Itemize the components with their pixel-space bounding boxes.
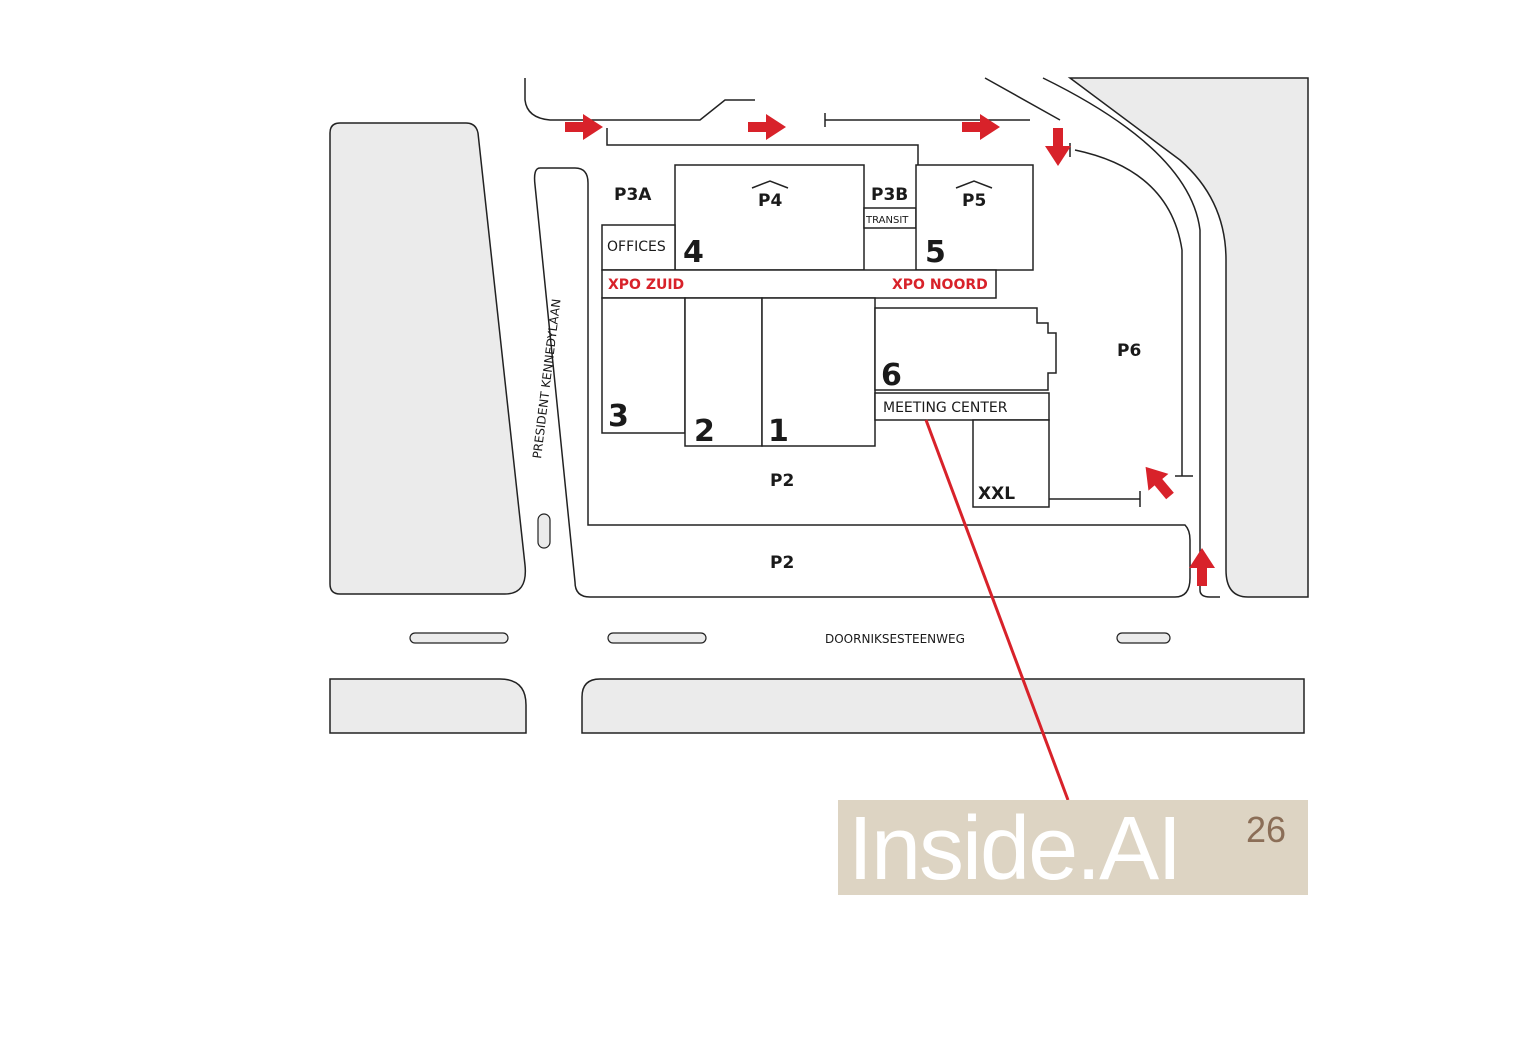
inside-ai-banner: Inside.AI 26 [838, 800, 1308, 895]
street-doorniksesteenweg: DOORNIKSESTEENWEG [825, 632, 965, 646]
banner-title: Inside.AI [848, 800, 1182, 895]
parking-p5: P5 [962, 191, 986, 211]
hall-4-block [674, 164, 865, 271]
bottom-left-block [329, 678, 527, 734]
hall-5-block [915, 164, 1034, 271]
hall-2-block [684, 297, 763, 447]
median-strip [607, 632, 707, 644]
hall-4-label: 4 [683, 235, 704, 270]
left-block [329, 122, 527, 595]
caret-icon [955, 180, 993, 189]
parking-p6: P6 [1117, 341, 1141, 361]
direction-arrow-icon [962, 114, 1000, 140]
parking-p4: P4 [758, 191, 782, 211]
parking-p2-upper: P2 [770, 471, 794, 491]
transit-label: TRANSIT [865, 215, 909, 226]
offices-label: OFFICES [607, 239, 666, 255]
banner-number: 26 [1246, 809, 1287, 850]
street-kennedylaan: PRESIDENT KENNEDYLAAN [530, 298, 563, 459]
xxl-label: XXL [978, 484, 1015, 504]
parking-p3a: P3A [614, 185, 652, 205]
hall-1-label: 1 [768, 414, 789, 449]
xpo-zuid-label: XPO ZUID [608, 277, 684, 293]
direction-arrow-icon [748, 114, 786, 140]
hall-5-label: 5 [925, 235, 946, 270]
median-strip [409, 632, 509, 644]
median-strip [537, 513, 551, 549]
hall-1-block [761, 297, 876, 447]
pointer-line [924, 419, 1070, 801]
median-strip [1116, 632, 1171, 644]
hall-2-label: 2 [694, 414, 715, 449]
direction-arrow-icon [1189, 548, 1215, 586]
bottom-right-block [581, 678, 1305, 734]
parking-p2-lower: P2 [770, 553, 794, 573]
direction-arrow-icon [1135, 458, 1180, 505]
xxl-block [972, 419, 1050, 508]
caret-icon [751, 180, 789, 189]
right-top-block [1067, 77, 1309, 598]
hall-6-label: 6 [881, 358, 902, 393]
meeting-center-block [874, 392, 1050, 421]
parking-p3b: P3B [871, 185, 908, 205]
meeting-center-label: MEETING CENTER [883, 400, 1008, 416]
direction-arrow-icon [1045, 128, 1071, 166]
offices-block [601, 224, 676, 271]
direction-arrow-icon [565, 114, 603, 140]
xpo-noord-label: XPO NOORD [892, 277, 988, 293]
hall-3-label: 3 [608, 399, 629, 434]
hall-6-block [874, 307, 1057, 391]
